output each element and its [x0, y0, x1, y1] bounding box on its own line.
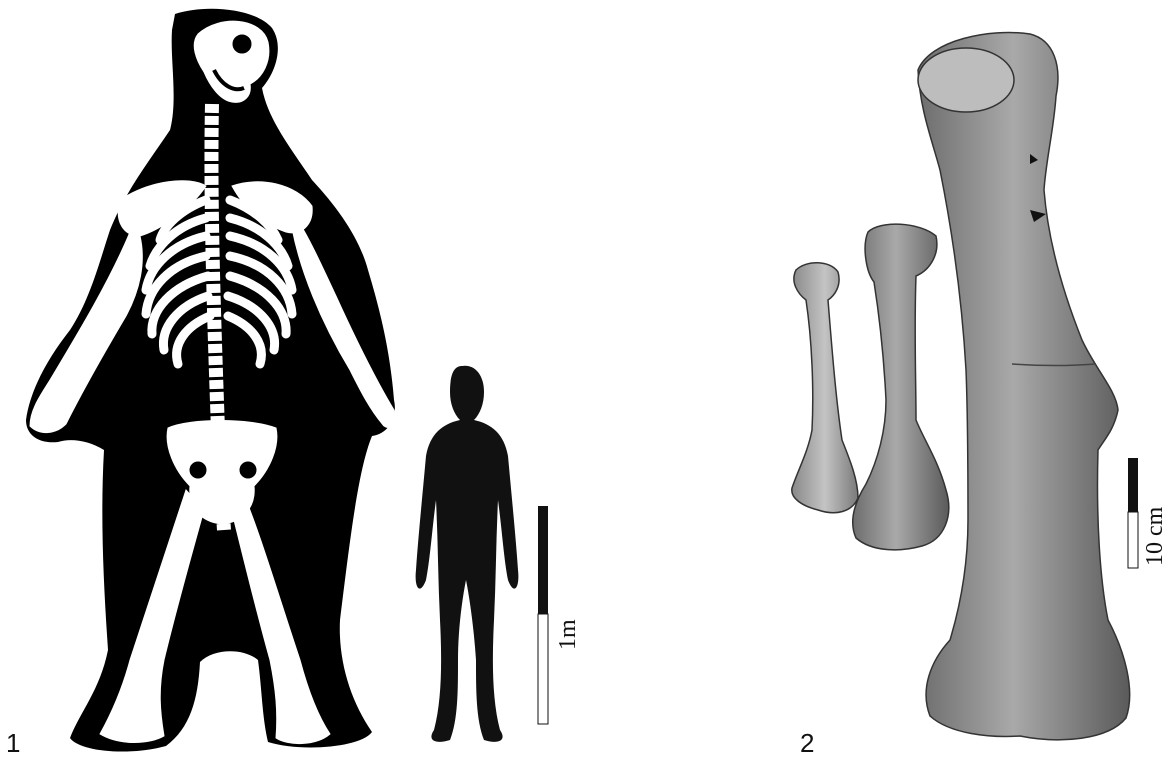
panel-2-label: 2 — [800, 728, 814, 759]
bone-small — [792, 263, 858, 513]
scale-label-10cm: 10 cm — [1142, 507, 1166, 566]
scale-bar-10cm — [1128, 458, 1138, 568]
human-silhouette — [416, 366, 519, 742]
scale-bar-1m — [538, 506, 548, 724]
bone-medium — [853, 224, 949, 550]
scale-label-1m: 1m — [555, 619, 582, 650]
bone-large-femur — [918, 33, 1130, 740]
panel-1-label: 1 — [6, 728, 20, 759]
